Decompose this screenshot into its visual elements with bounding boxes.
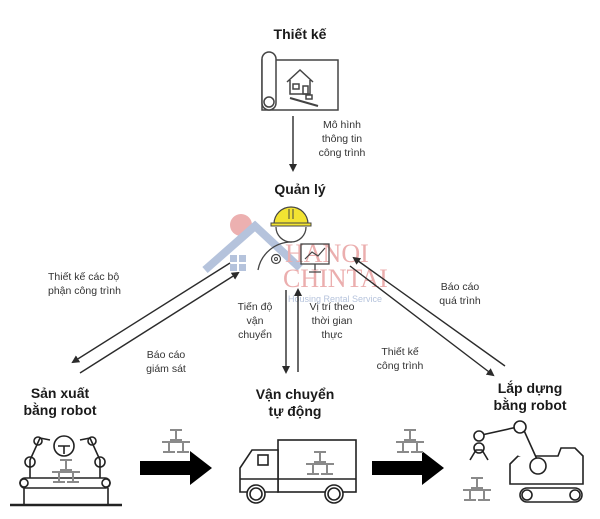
edge-label-transport-progress: Tiến độ vận chuyển <box>226 300 284 342</box>
arrow-management-to-assembly <box>349 265 495 377</box>
edge-label-line: thông tin <box>321 133 363 145</box>
edge-label-line: Thiết kế <box>381 346 419 358</box>
edge-label-component-design: Thiết kế các bộ phận công trình <box>48 270 158 298</box>
edge-label-structure-design: Thiết kế công trình <box>365 345 435 373</box>
edge-label-realtime-location: Vị trí theo thời gian thực <box>300 300 364 342</box>
blueprint-icon <box>261 51 339 111</box>
process-arrow-2 <box>372 451 444 485</box>
delivery-truck-icon <box>239 439 357 504</box>
edge-label-line: thời gian <box>311 315 353 327</box>
edge-label-line: thực <box>321 329 343 341</box>
edge-label-line: quá trình <box>439 295 481 307</box>
assembly-robot-icon <box>469 420 584 503</box>
watermark-house-roof <box>202 220 303 274</box>
watermark-tagline: Housing Rental Service <box>288 294 382 304</box>
node-management-title: Quản lý <box>274 181 326 197</box>
edge-label-line: Báo cáo <box>440 281 480 293</box>
node-manufacturing-title-line1: Sản xuất <box>30 385 90 401</box>
node-transport-title: Vận chuyển tự động <box>235 386 355 420</box>
helmet-icon <box>273 206 309 225</box>
edge-label-supervision-report: Báo cáo giám sát <box>136 348 196 376</box>
watermark: HANOI CHINTAI Housing Rental Service <box>202 214 388 304</box>
flow-arrows <box>71 116 506 377</box>
edge-label-line: công trình <box>376 360 424 372</box>
node-assembly-title: Lắp dựng bằng robot <box>470 380 590 414</box>
node-design-title: Thiết kế <box>273 26 327 42</box>
edge-label-line: Vị trí theo <box>309 301 355 313</box>
edge-label-line: công trình <box>318 147 366 159</box>
manufacturing-robot-icon <box>10 435 122 507</box>
steel-beam-stack-icon <box>463 478 491 500</box>
edge-label-bim: Mô hình thông tin công trình <box>305 118 379 160</box>
node-assembly-title-line2: bằng robot <box>493 397 567 413</box>
steel-beam-stack-icon <box>396 430 424 452</box>
steel-beam-stack-icon <box>162 430 190 452</box>
edge-label-line: chuyển <box>238 329 272 341</box>
edge-label-line: giám sát <box>146 363 186 375</box>
node-transport-title-line2: tự động <box>268 403 322 419</box>
node-manufacturing-title: Sản xuất bằng robot <box>10 385 110 419</box>
edge-label-line: phận công trình <box>48 285 121 297</box>
gear-icon <box>270 253 282 265</box>
node-assembly-title-line1: Lắp dựng <box>497 380 563 396</box>
process-arrow-1 <box>140 451 212 485</box>
arrow-manufacturing-to-management <box>79 271 240 374</box>
manager-icon <box>257 206 330 273</box>
edge-label-line: Mô hình <box>323 119 361 131</box>
arrow-management-to-manufacturing <box>71 262 231 364</box>
edge-label-process-report: Báo cáo quá trình <box>425 280 495 308</box>
node-manufacturing-title-line2: bằng robot <box>23 402 97 418</box>
edge-label-line: Tiến độ <box>237 301 273 313</box>
watermark-line2: CHINTAI <box>283 264 388 293</box>
arrow-assembly-to-management <box>352 256 506 367</box>
edge-label-line: Báo cáo <box>146 349 186 361</box>
edge-label-line: vận <box>246 315 264 327</box>
node-transport-title-line1: Vận chuyển <box>255 386 335 402</box>
edge-label-line: Thiết kế các bộ <box>48 271 120 283</box>
